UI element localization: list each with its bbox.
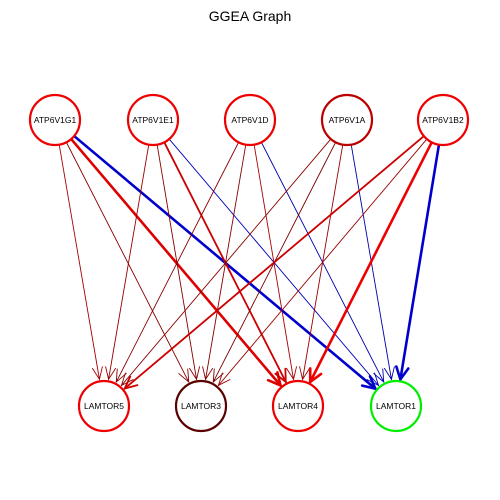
node-label: LAMTOR1 bbox=[376, 401, 416, 411]
edge-atp6v1a-to-lamtor5 bbox=[120, 138, 332, 387]
node-label: ATP6V1A bbox=[329, 115, 366, 125]
node-label: ATP6V1B2 bbox=[422, 115, 464, 125]
edge-atp6v1e1-to-lamtor3 bbox=[156, 144, 200, 381]
source-node-atp6v1e1: ATP6V1E1 bbox=[126, 93, 180, 147]
edge-atp6v1b2-to-lamtor4 bbox=[308, 140, 433, 385]
edge-atp6v1b2-to-lamtor5 bbox=[123, 135, 425, 390]
edge-atp6v1g1-to-lamtor5 bbox=[58, 144, 103, 381]
node-label: LAMTOR4 bbox=[278, 401, 318, 411]
source-node-atp6v1b2: ATP6V1B2 bbox=[416, 93, 470, 147]
target-node-lamtor4: LAMTOR4 bbox=[271, 379, 325, 433]
nodes-layer: ATP6V1G1 ATP6V1E1 ATP6V1D ATP6V1A ATP6V1B2LA… bbox=[28, 93, 470, 433]
source-node-atp6v1a: ATP6V1A bbox=[320, 93, 374, 147]
target-node-lamtor3: LAMTOR3 bbox=[174, 379, 228, 433]
edges-layer bbox=[58, 134, 441, 391]
node-label: ATP6V1E1 bbox=[132, 115, 174, 125]
source-node-atp6v1g1: ATP6V1G1 bbox=[28, 93, 82, 147]
node-label: LAMTOR5 bbox=[84, 401, 124, 411]
target-node-lamtor5: LAMTOR5 bbox=[77, 379, 131, 433]
edge-atp6v1g1-to-lamtor3 bbox=[65, 141, 190, 383]
graph-title: GGEA Graph bbox=[209, 8, 291, 24]
target-node-lamtor1: LAMTOR1 bbox=[369, 379, 423, 433]
node-label: ATP6V1D bbox=[231, 115, 268, 125]
edge-atp6v1d-to-lamtor3 bbox=[202, 144, 247, 381]
edge-atp6v1b2-to-lamtor3 bbox=[217, 138, 428, 387]
edge-atp6v1e1-to-lamtor4 bbox=[163, 141, 287, 384]
node-label: LAMTOR3 bbox=[181, 401, 221, 411]
edge-atp6v1d-to-lamtor5 bbox=[115, 141, 240, 383]
edge-atp6v1b2-to-lamtor1 bbox=[395, 143, 441, 383]
source-node-atp6v1d: ATP6V1D bbox=[223, 93, 277, 147]
edge-atp6v1e1-to-lamtor5 bbox=[105, 144, 150, 381]
node-label: ATP6V1G1 bbox=[34, 115, 77, 125]
